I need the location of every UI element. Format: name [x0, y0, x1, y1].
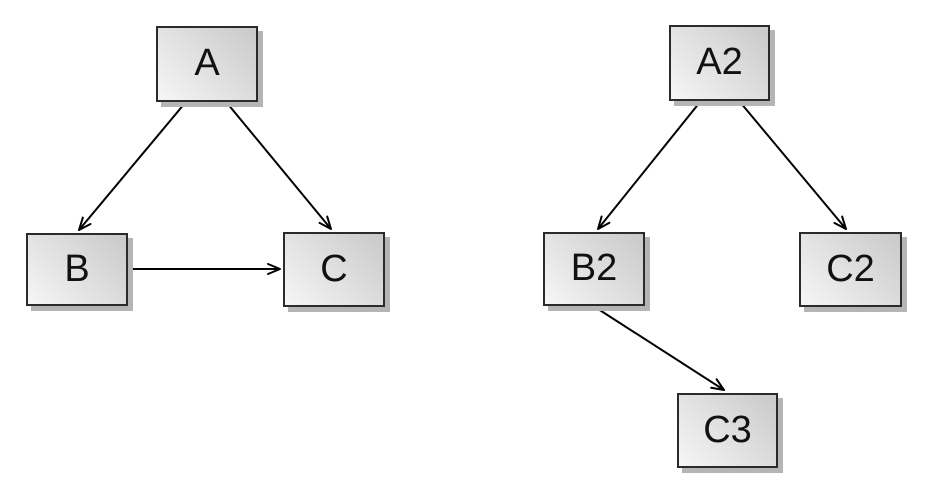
- edge-A-to-C: [226, 102, 332, 230]
- edge-A2-to-B2: [597, 101, 701, 230]
- node-C-label: C: [320, 247, 348, 290]
- node-C2-label: C2: [826, 247, 875, 290]
- node-B2: B2: [543, 232, 645, 306]
- node-A: A: [156, 26, 258, 102]
- node-A-label: A: [194, 42, 220, 84]
- node-C: C: [283, 232, 385, 307]
- node-A2: A2: [669, 25, 770, 101]
- edge-A2-to-C2: [739, 101, 847, 230]
- node-B2-label: B2: [570, 247, 618, 289]
- node-C2: C2: [799, 232, 902, 307]
- node-B: B: [26, 233, 128, 306]
- node-C3-label: C3: [703, 408, 752, 451]
- node-A2-label: A2: [696, 41, 743, 83]
- node-B-label: B: [64, 247, 90, 290]
- node-C3: C3: [677, 393, 778, 468]
- edge-A-to-B: [78, 102, 186, 231]
- edge-B2-to-C3: [594, 306, 725, 391]
